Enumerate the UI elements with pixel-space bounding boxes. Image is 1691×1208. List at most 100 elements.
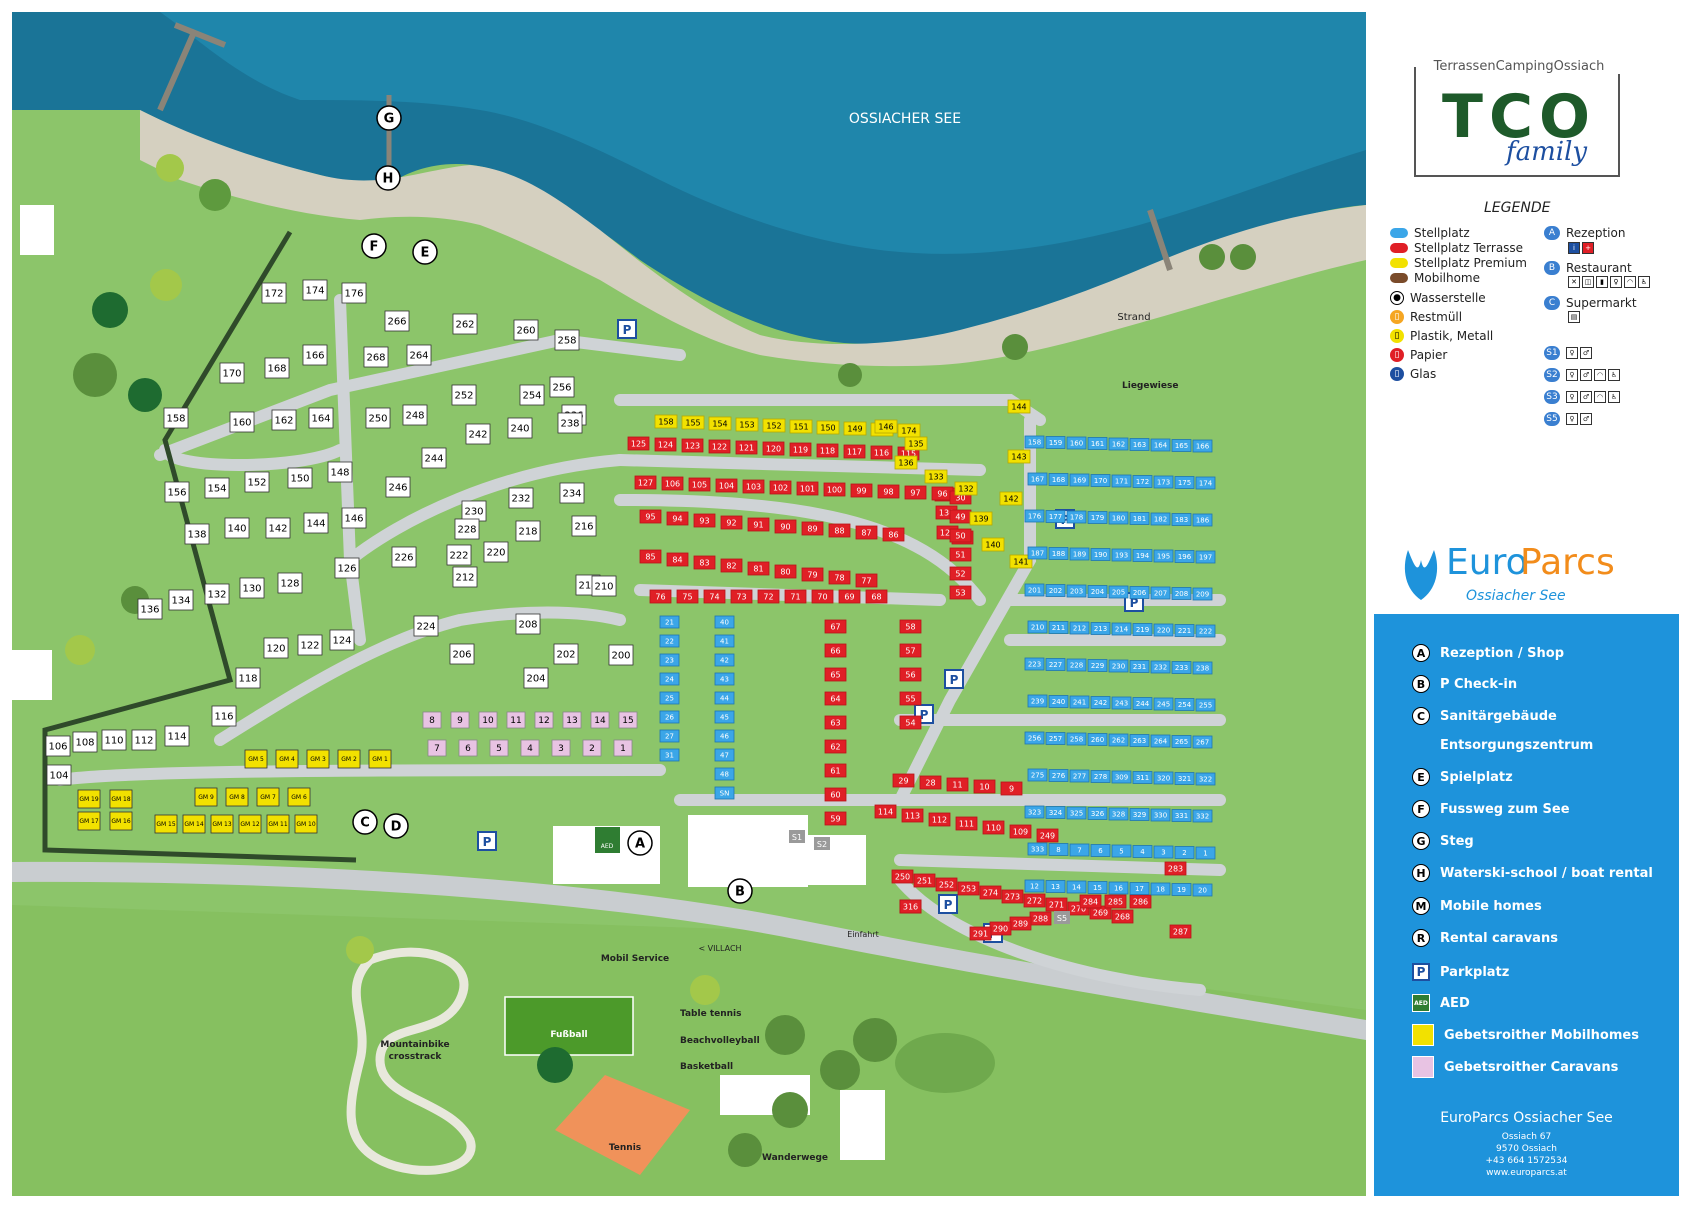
svg-text:P: P xyxy=(920,708,929,722)
svg-text:158: 158 xyxy=(658,417,673,426)
legend-papier: ▯Papier xyxy=(1390,348,1447,362)
svg-text:222: 222 xyxy=(449,551,468,562)
pitch-blue_pitches-17: 17 xyxy=(1129,882,1150,895)
svg-text:88: 88 xyxy=(834,526,844,535)
svg-text:190: 190 xyxy=(1094,551,1107,559)
svg-text:GM 14: GM 14 xyxy=(184,821,204,828)
pitch-blue_pitches-229: 229 xyxy=(1087,659,1108,672)
label-wanderwege: Wanderwege xyxy=(762,1153,828,1163)
cafe-icon: ◫ xyxy=(1582,276,1594,288)
pitch-red_pitches-104: 104 xyxy=(715,478,738,493)
svg-text:153: 153 xyxy=(739,420,754,429)
pitch-blue_pitches-209: 209 xyxy=(1192,587,1213,601)
svg-text:124: 124 xyxy=(658,440,673,449)
svg-text:267: 267 xyxy=(1196,738,1209,746)
svg-text:GM 1: GM 1 xyxy=(372,756,388,763)
pitch-pink_caravans-2: 2 xyxy=(582,739,602,757)
pitches-red: 1251241231221211201191181171161151311301… xyxy=(627,436,1192,941)
facility-caravans: Gebetsroither Caravans xyxy=(1412,1056,1618,1078)
svg-text:262: 262 xyxy=(1112,736,1125,744)
pitch-white_pitches-104: 104 xyxy=(46,764,72,786)
contact-line1: Ossiach 67 xyxy=(1501,1132,1552,1142)
svg-text:127: 127 xyxy=(638,478,653,487)
svg-text:106: 106 xyxy=(665,479,680,488)
label-fussball: Fußball xyxy=(550,1030,587,1040)
pitch-red_pitches-77: 77 xyxy=(855,573,878,588)
pitch-red_pitches-269: 269 xyxy=(1089,905,1112,920)
pitch-red_pitches-67: 67 xyxy=(824,619,847,634)
pitch-blue_pitches-26: 26 xyxy=(659,710,680,724)
svg-text:287: 287 xyxy=(1173,927,1188,936)
pitch-yellow_gm-GM-12: GM 12 xyxy=(238,814,262,834)
svg-text:122: 122 xyxy=(712,442,727,451)
svg-text:144: 144 xyxy=(1011,402,1026,411)
pitch-red_pitches-62: 62 xyxy=(824,739,847,754)
svg-text:285: 285 xyxy=(1108,897,1123,906)
svg-text:275: 275 xyxy=(1031,771,1044,779)
pitch-blue_pitches-220: 220 xyxy=(1153,623,1174,637)
svg-text:203: 203 xyxy=(1070,587,1083,595)
svg-text:212: 212 xyxy=(455,573,474,584)
pitch-yellow_gm-GM-14: GM 14 xyxy=(182,814,206,834)
svg-text:16: 16 xyxy=(1114,884,1123,892)
svg-text:56: 56 xyxy=(905,670,915,679)
svg-text:148: 148 xyxy=(330,468,349,479)
contact-title: EuroParcs Ossiacher See xyxy=(1440,1110,1613,1126)
pitch-blue_pitches-214: 214 xyxy=(1111,622,1132,636)
svg-text:G: G xyxy=(384,112,395,127)
water-tap-icon: ● xyxy=(1390,291,1404,305)
tulip-icon xyxy=(1404,550,1438,600)
svg-text:138: 138 xyxy=(187,530,206,541)
svg-text:76: 76 xyxy=(655,592,665,601)
svg-text:90: 90 xyxy=(780,522,790,531)
brand-name-parcs: Parcs xyxy=(1520,542,1615,583)
svg-text:246: 246 xyxy=(388,483,407,494)
svg-text:188: 188 xyxy=(1052,550,1065,558)
pitch-white_pitches-260: 260 xyxy=(513,319,539,341)
svg-text:141: 141 xyxy=(1013,557,1028,566)
pitch-blue_pitches-44: 44 xyxy=(714,691,735,705)
contact-line4[interactable]: www.europarcs.at xyxy=(1486,1168,1567,1178)
pitch-red_pitches-79: 79 xyxy=(801,567,824,582)
pitch-yellow_gm-GM-10: GM 10 xyxy=(294,814,318,834)
svg-text:89: 89 xyxy=(807,524,817,533)
svg-text:161: 161 xyxy=(1091,440,1104,448)
label-strand: Strand xyxy=(1117,312,1150,323)
shower-icon: ◠ xyxy=(1594,369,1606,381)
svg-text:51: 51 xyxy=(955,550,965,559)
pitch-blue_pitches-159: 159 xyxy=(1045,436,1066,449)
trees xyxy=(65,154,1256,1167)
svg-text:44: 44 xyxy=(720,694,729,702)
building-b xyxy=(688,815,808,887)
svg-text:186: 186 xyxy=(1196,516,1210,524)
pitch-blue_pitches-170: 170 xyxy=(1090,474,1111,487)
pitch-white_pitches-158: 158 xyxy=(163,407,189,429)
pitch-blue_pitches-324: 324 xyxy=(1045,806,1066,819)
svg-text:GM 17: GM 17 xyxy=(79,818,99,825)
svg-text:95: 95 xyxy=(645,512,655,521)
svg-text:228: 228 xyxy=(457,525,476,536)
svg-text:A: A xyxy=(635,837,645,852)
logo-script-text: family xyxy=(1506,137,1588,167)
svg-text:10: 10 xyxy=(979,782,989,791)
pitch-blue_pitches-331: 331 xyxy=(1171,809,1192,822)
pitch-white_pitches-218: 218 xyxy=(515,520,541,542)
pitch-blue_pitches-260: 260 xyxy=(1087,733,1108,746)
pitch-white_pitches-246: 246 xyxy=(385,476,411,498)
pitch-yellow_gm-GM-8: GM 8 xyxy=(225,787,249,807)
svg-text:68: 68 xyxy=(871,592,881,601)
pitch-red_pitches-68: 68 xyxy=(865,589,888,604)
pitch-white_pitches-212: 212 xyxy=(452,566,478,588)
pitch-blue_pitches-221: 221 xyxy=(1174,624,1195,637)
svg-text:116: 116 xyxy=(874,448,889,457)
svg-text:202: 202 xyxy=(556,650,575,661)
svg-text:42: 42 xyxy=(720,656,729,664)
svg-text:250: 250 xyxy=(368,414,387,425)
pitch-blue_pitches-21: 21 xyxy=(659,615,680,629)
marker-A: A xyxy=(627,830,653,856)
wheelchair-icon: ♿ xyxy=(1608,391,1620,403)
pitch-blue_pitches-244: 244 xyxy=(1132,697,1153,710)
svg-text:290: 290 xyxy=(993,924,1008,933)
pitch-red_pitches-60: 60 xyxy=(824,787,847,802)
